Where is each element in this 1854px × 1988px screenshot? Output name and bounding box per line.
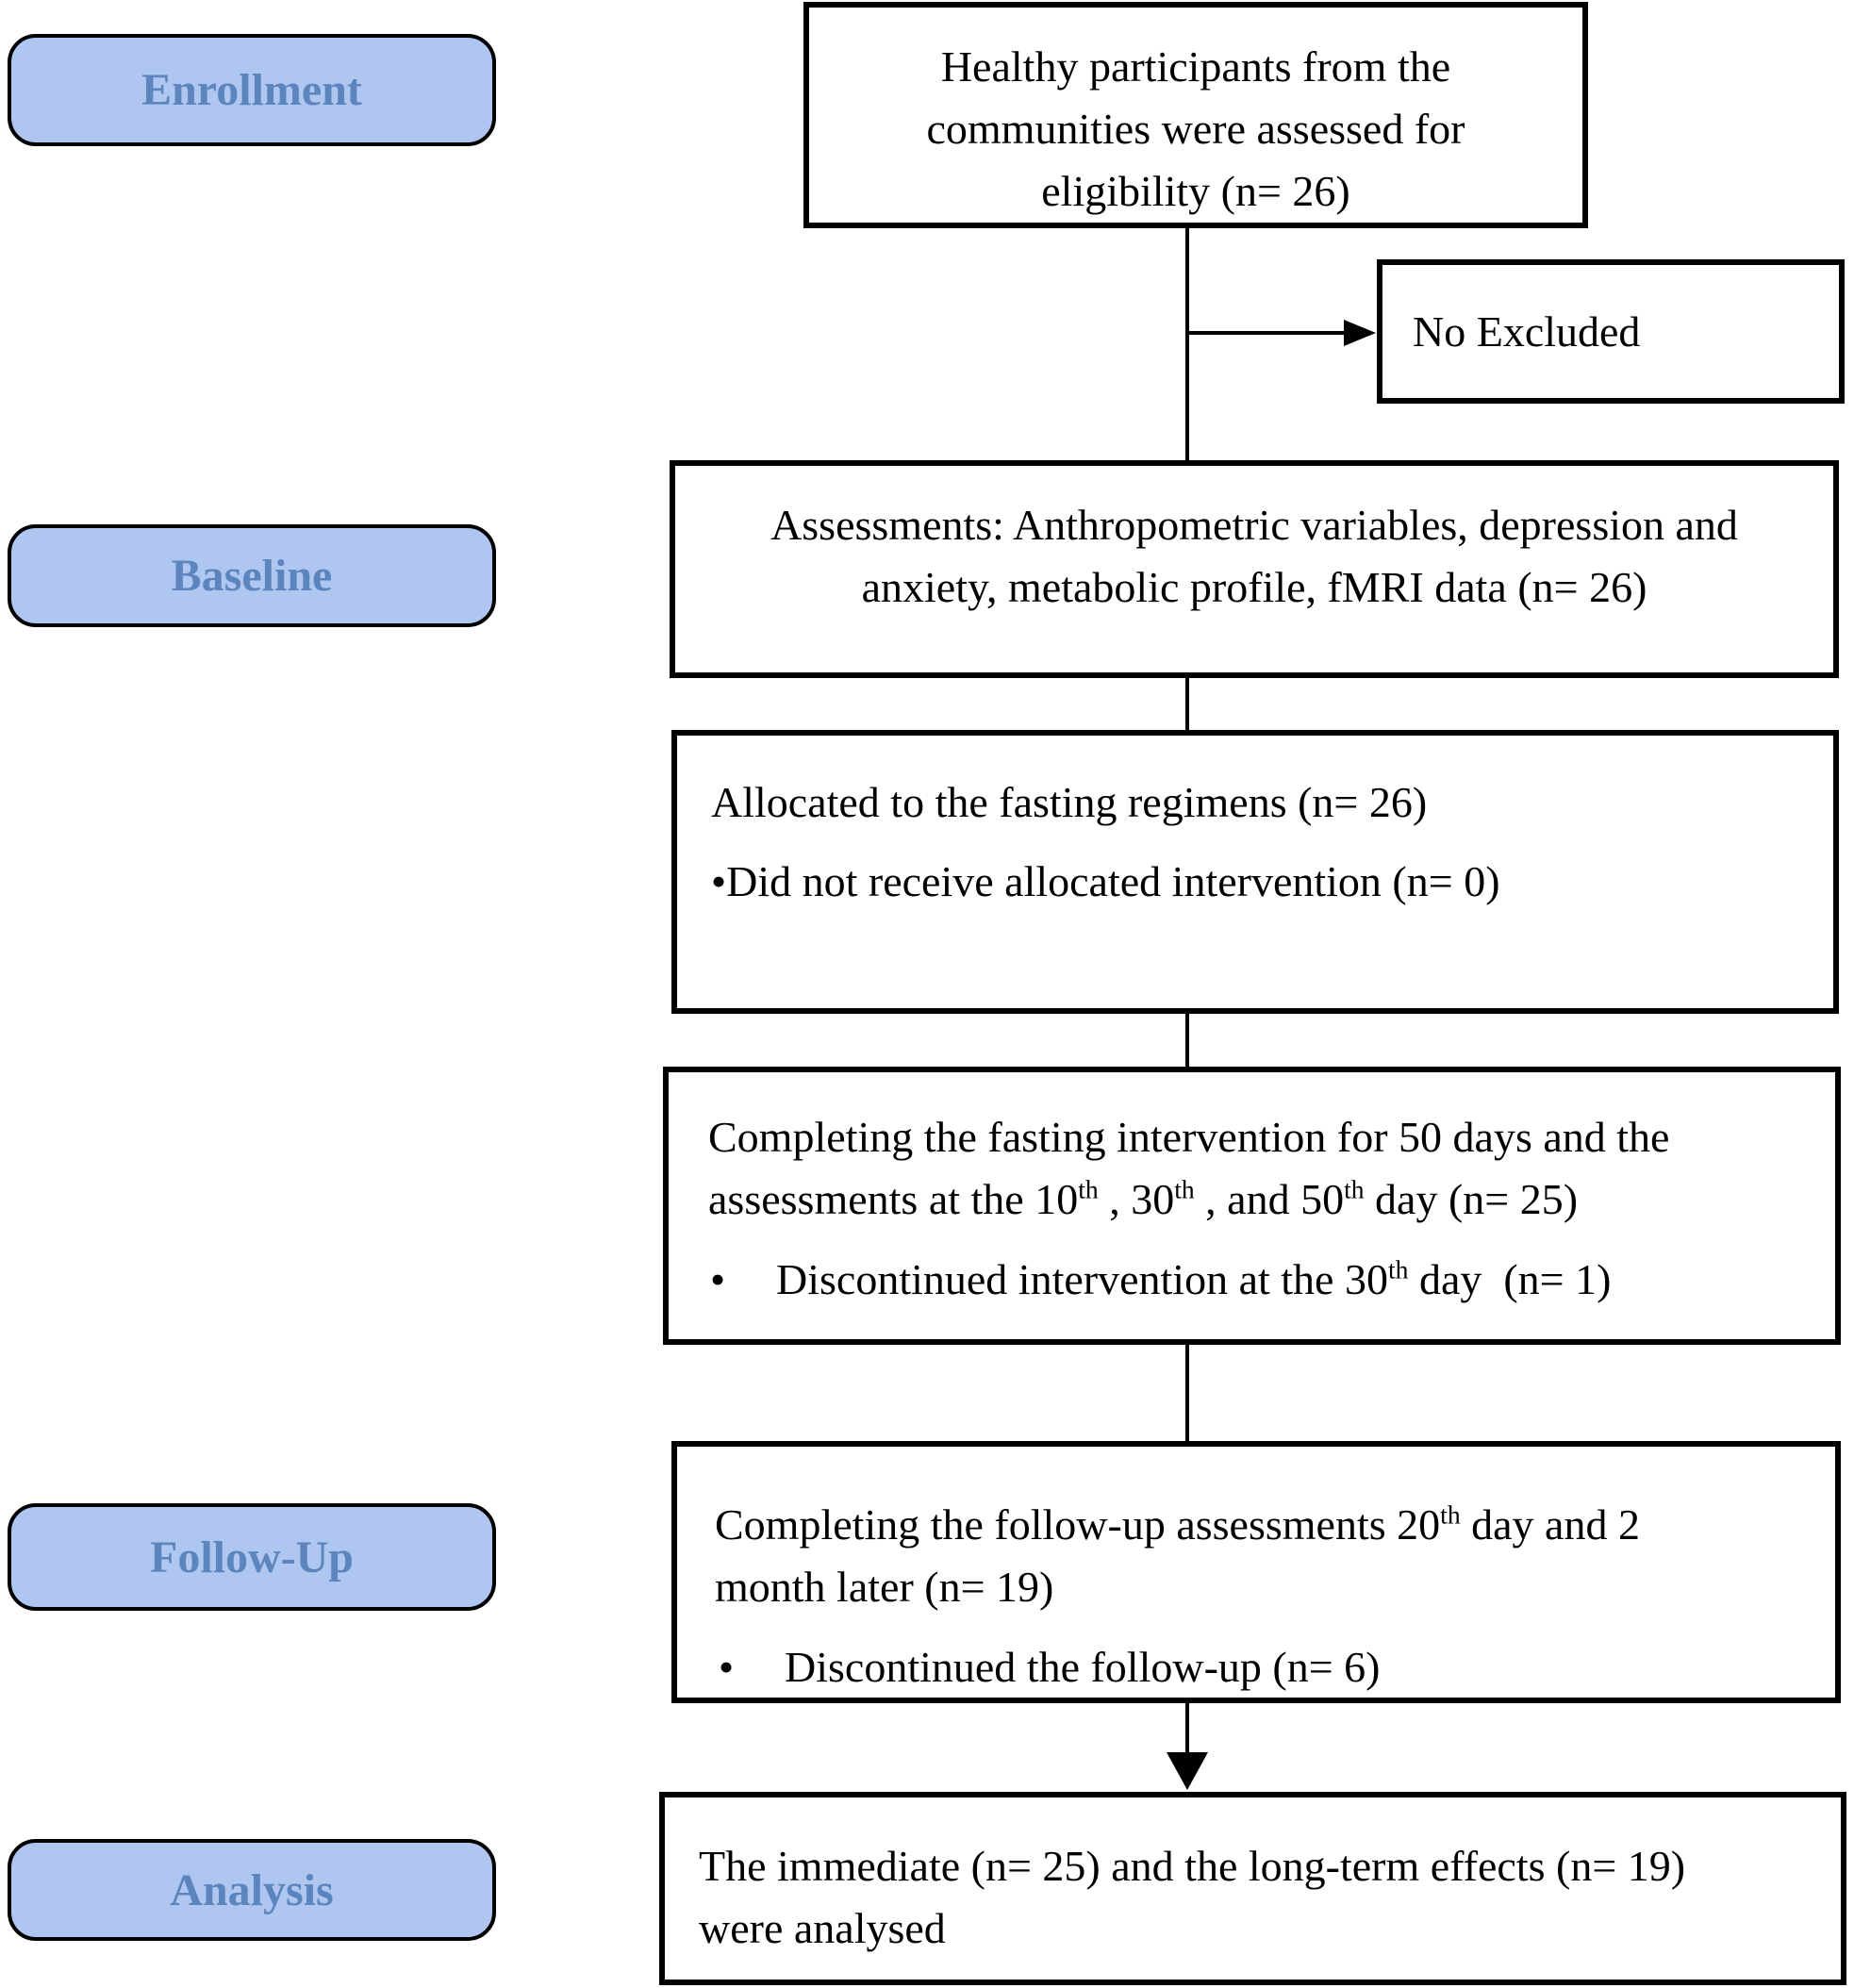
follow-up-box: Completing the follow-up assessments 20t…	[671, 1441, 1841, 1703]
follow-up-line-1: Completing the follow-up assessments 20t…	[715, 1499, 1640, 1549]
bullet-icon: •	[710, 1255, 726, 1303]
allocation-heading: Allocated to the fasting regimens (n= 26…	[711, 778, 1428, 826]
analysis-line-2: were analysed	[699, 1904, 946, 1952]
connector-assessments-allocation	[1185, 678, 1189, 730]
analysis-line-1: The immediate (n= 25) and the long-term …	[699, 1842, 1686, 1890]
bullet-icon: •	[719, 1643, 735, 1691]
stage-label-follow-up: Follow-Up	[8, 1503, 496, 1611]
stage-label-baseline-text: Baseline	[171, 551, 333, 601]
eligibility-box: Healthy participants from the communitie…	[803, 2, 1588, 228]
excluded-text: No Excluded	[1413, 306, 1641, 356]
assessments-box: Assessments: Anthropometric variables, d…	[670, 460, 1839, 678]
fasting-intervention-box: Completing the fasting intervention for …	[663, 1067, 1841, 1345]
fasting-bullet-row: • Discontinued intervention at the 30th …	[669, 1249, 1816, 1311]
fasting-bullet-text: Discontinued intervention at the 30th da…	[776, 1254, 1612, 1303]
connector-eligibility-assessments	[1185, 228, 1189, 460]
connector-allocation-fasting	[1185, 1014, 1189, 1067]
allocation-bullet-line: •Did not receive allocated intervention …	[711, 857, 1500, 905]
stage-label-baseline: Baseline	[8, 524, 496, 627]
stage-label-enrollment: Enrollment	[8, 34, 496, 146]
stage-label-analysis: Analysis	[8, 1839, 496, 1941]
eligibility-line-2: communities were assessed for	[926, 105, 1465, 153]
eligibility-line-1: Healthy participants from the	[940, 42, 1451, 91]
connector-to-excluded	[1187, 331, 1344, 335]
assessments-line-2: anxiety, metabolic profile, fMRI data (n…	[861, 563, 1647, 611]
analysis-box: The immediate (n= 25) and the long-term …	[659, 1792, 1846, 1985]
stage-label-enrollment-text: Enrollment	[141, 65, 362, 115]
assessments-line-1: Assessments: Anthropometric variables, d…	[770, 501, 1738, 549]
follow-up-bullet-row: • Discontinued the follow-up (n= 6)	[677, 1636, 1816, 1698]
stage-label-follow-up-text: Follow-Up	[150, 1532, 354, 1582]
allocation-box: Allocated to the fasting regimens (n= 26…	[671, 730, 1839, 1014]
fasting-line-2: assessments at the 10th , 30th , and 50t…	[708, 1174, 1579, 1223]
connector-fasting-follow-up	[1185, 1345, 1189, 1441]
stage-label-analysis-text: Analysis	[170, 1864, 334, 1915]
eligibility-line-3: eligibility (n= 26)	[1041, 167, 1350, 215]
connector-follow-up-analysis	[1185, 1703, 1189, 1756]
fasting-line-1: Completing the fasting intervention for …	[708, 1113, 1670, 1161]
follow-up-line-2: month later (n= 19)	[715, 1563, 1054, 1611]
follow-up-bullet-text: Discontinued the follow-up (n= 6)	[785, 1643, 1381, 1691]
excluded-box: No Excluded	[1377, 259, 1845, 404]
arrowhead-down-icon	[1167, 1752, 1208, 1790]
arrowhead-right-icon	[1344, 320, 1376, 346]
